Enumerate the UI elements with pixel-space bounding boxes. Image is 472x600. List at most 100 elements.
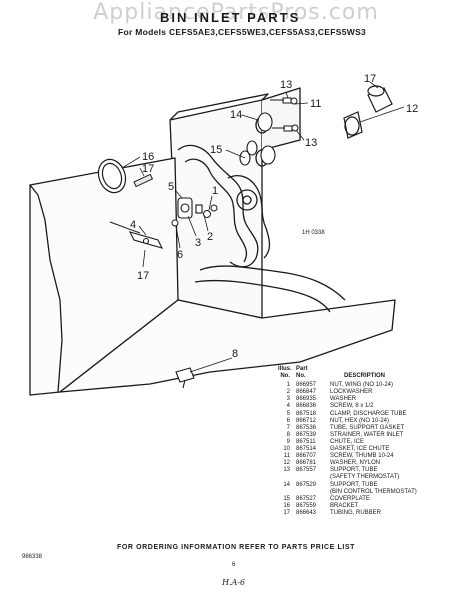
header-part: Part — [296, 366, 308, 372]
row-illus-no: 10 — [283, 446, 290, 453]
row-part-no: 867559 — [296, 502, 317, 509]
callout-12-top: 13 — [280, 79, 292, 91]
washer-parts — [171, 204, 218, 227]
row-description: WASHER — [330, 396, 357, 403]
row-illus-no: 6 — [286, 417, 290, 424]
thumb-screw-parts — [270, 97, 299, 132]
row-part-no: 867557 — [296, 467, 317, 474]
leader-lines — [121, 81, 405, 373]
callout-6: 6 — [177, 249, 183, 261]
parts-list-row: 6 866712 NUT, HEX (NO 10-24) — [278, 418, 468, 425]
callout-17: 17 — [142, 163, 154, 175]
callout-12-right: 13 — [305, 137, 317, 149]
header-no2: No. — [296, 373, 306, 380]
inlet-housing — [177, 144, 259, 268]
parts-list-row: 10 867514 GASKET, ICE CHUTE — [278, 446, 468, 453]
row-illus-no: 5 — [286, 410, 290, 417]
row-part-no: 866957 — [296, 382, 317, 389]
row-description: SCREW, THUMB 10-24 — [330, 453, 394, 460]
bracket-part — [128, 231, 164, 249]
parts-list-row: 5 867518 CLAMP, DISCHARGE TUBE — [278, 411, 468, 418]
row-description: (SAFETY THERMOSTAT) — [330, 474, 400, 481]
row-description: NUT, WING (NO 10-24) — [330, 382, 394, 389]
bin-liner-top-edge — [169, 93, 269, 121]
row-part-no: 867518 — [296, 410, 317, 417]
row-illus-no: 15 — [283, 495, 290, 502]
row-description: SCREW, 8 x 1/2 — [330, 403, 374, 410]
bin-liner-floor — [59, 299, 396, 393]
row-illus-no: 4 — [286, 403, 290, 410]
callout-15: 16 — [142, 151, 154, 163]
figure-code: 1H 0338 — [302, 230, 325, 236]
row-part-no — [290, 474, 330, 481]
row-description: BRACKET — [330, 502, 359, 509]
exploded-diagram: 17 12 13 11 14 13 15 16 17 5 1 2 3 6 4 1… — [29, 73, 418, 396]
parts-list-row: 4 866836 SCREW, 8 x 1/2 — [278, 403, 468, 410]
parts-list-header-1: Illus. Part — [278, 366, 468, 373]
row-illus-no: 12 — [283, 460, 290, 467]
ordering-footer: FOR ORDERING INFORMATION REFER TO PARTS … — [116, 544, 356, 551]
row-part-no: 867529 — [296, 481, 317, 488]
row-illus-no: 13 — [283, 467, 290, 474]
parts-list-row: 8 867539 STRAINER, WATER INLET — [278, 432, 468, 439]
row-illus-no: 9 — [286, 438, 290, 445]
row-description: (BIN CONTROL THERMOSTAT) — [330, 488, 417, 495]
row-description: NUT, HEX (NO 10-24) — [330, 417, 390, 424]
ice-chute-part — [367, 85, 393, 113]
parts-list-row: 2 866847 LOCKWASHER — [278, 389, 468, 396]
page-title: BIN INLET PARTS — [160, 10, 301, 25]
callout-1: 1 — [212, 185, 218, 197]
row-part-no: 866781 — [296, 460, 317, 467]
row-illus-no — [278, 474, 290, 481]
document-number: 986338 — [22, 554, 43, 560]
row-description: STRAINER, WATER INLET — [330, 431, 404, 438]
callout-9: 17 — [364, 73, 376, 85]
header-description: DESCRIPTION — [344, 373, 386, 380]
callout-4: 4 — [130, 219, 136, 231]
row-illus-no: 7 — [286, 424, 290, 431]
row-description: GASKET, ICE CHUTE — [330, 446, 390, 453]
row-part-no: 867511 — [296, 438, 316, 445]
callout-8: 8 — [232, 348, 238, 360]
parts-list-row: (BIN CONTROL THERMOSTAT) — [278, 489, 468, 496]
row-part-no: 866707 — [296, 453, 317, 460]
callout-3: 3 — [195, 237, 201, 249]
row-description: TUBE, SUPPORT GASKET — [330, 424, 405, 431]
water-inlet-strainer-part — [175, 367, 195, 389]
callout-16: 17 — [137, 270, 149, 282]
row-description: SUPPORT, TUBE — [330, 481, 378, 488]
watermark-text: AppliancePartsPros.com — [93, 0, 379, 25]
row-illus-no: 3 — [286, 396, 290, 403]
row-description: LOCKWASHER — [330, 389, 373, 396]
row-illus-no: 8 — [286, 431, 290, 438]
parts-list-row: 3 866935 WASHER — [278, 396, 468, 403]
row-illus-no — [278, 489, 290, 496]
row-illus-no: 17 — [283, 509, 290, 516]
callout-5: 5 — [168, 181, 174, 193]
callout-14: 15 — [210, 144, 222, 156]
row-illus-no: 11 — [283, 453, 290, 460]
row-part-no: 866712 — [296, 417, 317, 424]
row-part-no: 867539 — [296, 431, 317, 438]
header-illus: Illus. — [278, 366, 292, 372]
row-part-no: 866643 — [296, 509, 317, 516]
page-number: 6 — [232, 562, 236, 568]
callout-11: 11 — [310, 98, 321, 110]
row-part-no: 867514 — [296, 446, 317, 453]
row-description: COVERPLATE — [330, 495, 370, 502]
row-part-no: 866935 — [296, 396, 317, 403]
row-description: CLAMP, DISCHARGE TUBE — [330, 410, 407, 417]
row-illus-no: 2 — [286, 389, 290, 396]
row-part-no: 866847 — [296, 389, 317, 396]
row-part-no: 866836 — [296, 403, 317, 410]
